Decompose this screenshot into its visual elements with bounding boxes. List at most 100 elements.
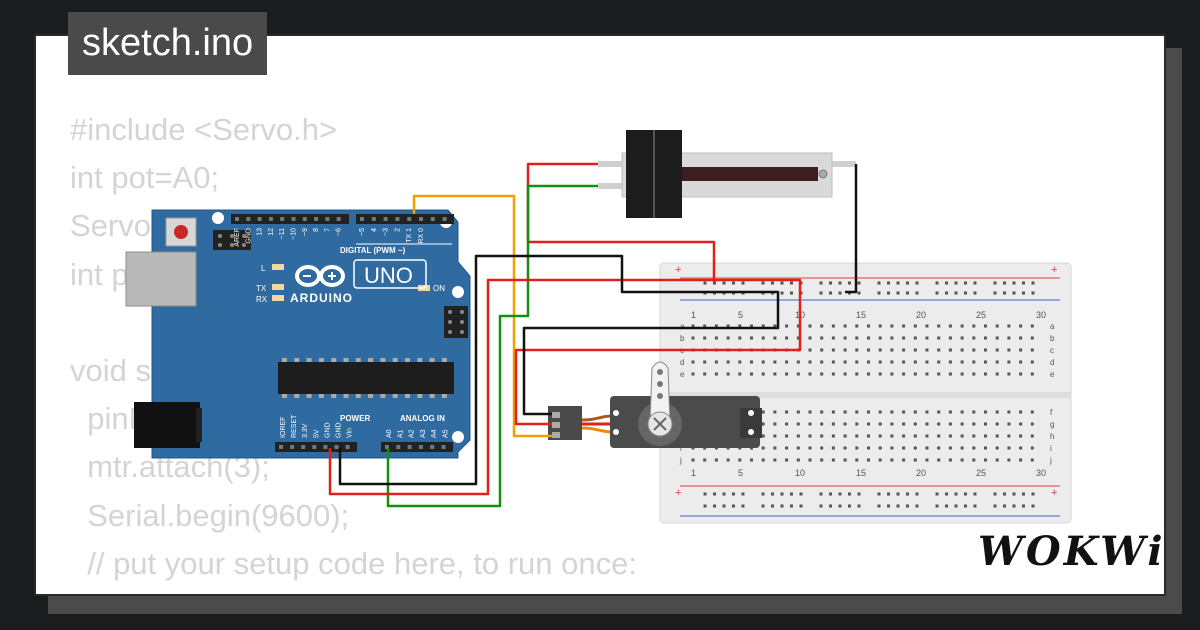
breadboard-hole[interactable] — [960, 410, 964, 414]
header-pin[interactable] — [430, 217, 435, 221]
breadboard-hole[interactable] — [831, 410, 835, 414]
rail-hole[interactable] — [761, 492, 765, 496]
header-pin[interactable] — [257, 217, 262, 221]
breadboard-hole[interactable] — [691, 324, 695, 328]
rail-hole[interactable] — [973, 281, 977, 285]
reset-button-cap[interactable] — [174, 225, 188, 239]
breadboard-hole[interactable] — [867, 372, 870, 376]
rail-hole[interactable] — [877, 291, 881, 295]
breadboard-hole[interactable] — [1007, 336, 1011, 340]
rail-hole[interactable] — [790, 504, 793, 508]
digital-header-left[interactable] — [231, 214, 349, 224]
rail-hole[interactable] — [819, 281, 823, 285]
breadboard-hole[interactable] — [878, 422, 882, 426]
wire-orange[interactable] — [412, 194, 552, 438]
breadboard-hole[interactable] — [785, 324, 789, 328]
breadboard-hole[interactable] — [960, 348, 964, 352]
breadboard-hole[interactable] — [890, 360, 894, 364]
breadboard-hole[interactable] — [820, 360, 824, 364]
rail-hole[interactable] — [829, 504, 832, 508]
rail-hole[interactable] — [906, 291, 909, 295]
breadboard-hole[interactable] — [972, 446, 976, 450]
breadboard-hole[interactable] — [703, 458, 707, 462]
breadboard-hole[interactable] — [902, 372, 906, 376]
breadboard-hole[interactable] — [761, 372, 765, 376]
rail-hole[interactable] — [829, 291, 832, 295]
breadboard-hole[interactable] — [843, 324, 847, 328]
breadboard-hole[interactable] — [960, 360, 964, 364]
breadboard-hole[interactable] — [913, 372, 917, 376]
breadboard-hole[interactable] — [937, 336, 941, 340]
breadboard-hole[interactable] — [925, 446, 929, 450]
breadboard-hole[interactable] — [948, 372, 952, 376]
breadboard-hole[interactable] — [925, 422, 929, 426]
breadboard-hole[interactable] — [995, 372, 999, 376]
breadboard-hole[interactable] — [984, 324, 987, 328]
analog-header[interactable] — [381, 442, 453, 452]
breadboard-hole[interactable] — [843, 422, 847, 426]
breadboard-hole[interactable] — [995, 422, 999, 426]
breadboard-hole[interactable] — [878, 372, 882, 376]
breadboard-hole[interactable] — [867, 446, 870, 450]
breadboard-hole[interactable] — [1007, 372, 1011, 376]
breadboard-hole[interactable] — [995, 434, 999, 438]
rail-hole[interactable] — [877, 281, 881, 285]
breadboard-hole[interactable] — [831, 360, 835, 364]
header-pin[interactable] — [336, 217, 341, 221]
rail-hole[interactable] — [703, 492, 707, 496]
breadboard-hole[interactable] — [691, 336, 695, 340]
breadboard-hole[interactable] — [937, 360, 941, 364]
rail-hole[interactable] — [964, 492, 967, 496]
breadboard-hole[interactable] — [1019, 410, 1023, 414]
breadboard-hole[interactable] — [913, 434, 917, 438]
rail-hole[interactable] — [838, 291, 842, 295]
rail-hole[interactable] — [722, 492, 726, 496]
header-pin[interactable] — [323, 445, 328, 449]
header-pin[interactable] — [235, 217, 239, 221]
breadboard-hole[interactable] — [703, 336, 707, 340]
header-pin[interactable] — [383, 217, 388, 221]
breadboard-hole[interactable] — [1030, 324, 1034, 328]
breadboard-hole[interactable] — [843, 348, 847, 352]
breadboard-hole[interactable] — [972, 336, 976, 340]
header-pin[interactable] — [360, 217, 364, 221]
breadboard-hole[interactable] — [796, 434, 800, 438]
rail-hole[interactable] — [857, 281, 861, 285]
header-pin[interactable] — [290, 445, 295, 449]
breadboard-hole[interactable] — [995, 336, 999, 340]
breadboard-hole[interactable] — [984, 360, 987, 364]
breadboard-hole[interactable] — [761, 360, 765, 364]
rail-hole[interactable] — [780, 291, 784, 295]
breadboard-hole[interactable] — [972, 410, 976, 414]
header-pin[interactable] — [302, 217, 307, 221]
rail-hole[interactable] — [993, 504, 997, 508]
breadboard-hole[interactable] — [984, 434, 987, 438]
breadboard-hole[interactable] — [1007, 458, 1011, 462]
rail-hole[interactable] — [1003, 291, 1006, 295]
breadboard-hole[interactable] — [913, 410, 917, 414]
breadboard-hole[interactable] — [925, 458, 929, 462]
rail-hole[interactable] — [887, 504, 890, 508]
breadboard-hole[interactable] — [750, 458, 753, 462]
rail-hole[interactable] — [887, 281, 890, 285]
header-pin[interactable] — [268, 217, 273, 221]
breadboard-hole[interactable] — [843, 372, 847, 376]
rail-hole[interactable] — [722, 281, 726, 285]
breadboard-hole[interactable] — [1019, 372, 1023, 376]
breadboard-hole[interactable] — [761, 410, 765, 414]
rail-hole[interactable] — [896, 504, 900, 508]
header-pin[interactable] — [396, 445, 401, 449]
breadboard-hole[interactable] — [796, 446, 800, 450]
breadboard-hole[interactable] — [726, 336, 730, 340]
breadboard-hole[interactable] — [925, 372, 929, 376]
breadboard-hole[interactable] — [1007, 348, 1011, 352]
rail-hole[interactable] — [935, 492, 939, 496]
breadboard-hole[interactable] — [714, 372, 718, 376]
breadboard-hole[interactable] — [831, 324, 835, 328]
rail-hole[interactable] — [1022, 281, 1025, 285]
breadboard-hole[interactable] — [831, 434, 835, 438]
rail-hole[interactable] — [915, 291, 919, 295]
breadboard-hole[interactable] — [1019, 360, 1023, 364]
header-pin[interactable] — [385, 445, 389, 449]
